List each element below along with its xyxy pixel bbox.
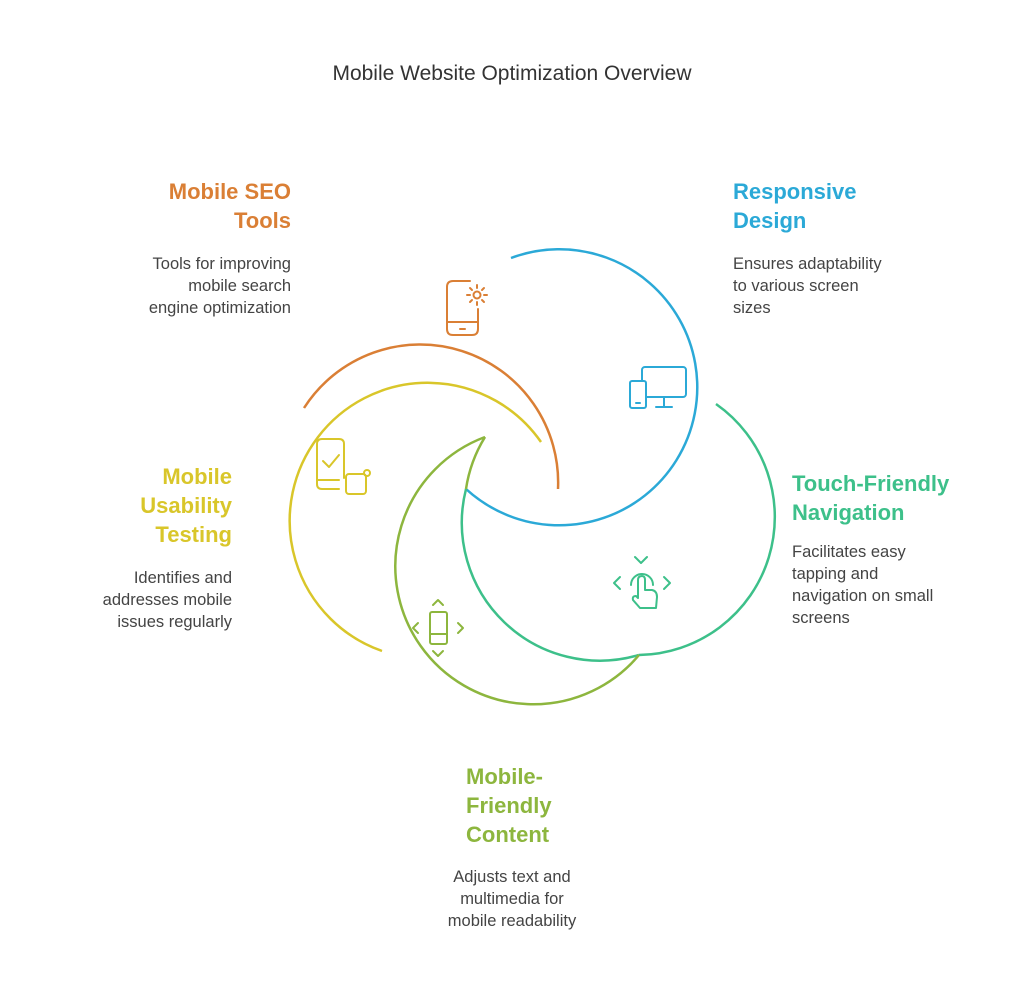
seo-desc-line: Tools for improving xyxy=(152,255,291,273)
resizable-phone-icon xyxy=(412,599,464,657)
touch-desc-line: navigation on small xyxy=(792,587,934,605)
usability-heading-line: Mobile xyxy=(162,464,232,489)
checklist-phone-icon xyxy=(316,438,371,495)
content-desc-line: Adjusts text and xyxy=(453,868,571,886)
content-ring xyxy=(394,435,640,706)
responsive-heading-line: Design xyxy=(733,208,807,233)
content-heading-line: Content xyxy=(466,822,550,847)
content-ring-inner xyxy=(464,436,487,490)
usability-desc-line: addresses mobile xyxy=(102,591,232,609)
content-heading: Mobile- Friendly Content xyxy=(466,762,552,849)
touch-heading: Touch-Friendly Navigation xyxy=(792,469,949,527)
responsive-heading-line: Responsive xyxy=(733,179,857,204)
responsive-desc-line: to various screen xyxy=(733,277,859,295)
smartphone-gear-icon xyxy=(446,280,488,336)
responsive-heading: Responsive Design xyxy=(733,177,857,235)
touch-desc-line: Facilitates easy xyxy=(792,543,906,561)
seo-description: Tools for improving mobile search engine… xyxy=(149,253,291,319)
seo-heading-line: Mobile SEO xyxy=(168,179,291,204)
content-desc-line: mobile readability xyxy=(447,912,577,930)
usability-desc-line: issues regularly xyxy=(117,613,232,631)
content-heading-line: Mobile- xyxy=(466,764,543,789)
usability-desc-line: Identifies and xyxy=(133,569,232,587)
responsive-description: Ensures adaptability to various screen s… xyxy=(733,253,882,319)
touch-ring-inner xyxy=(460,488,640,662)
content-heading-line: Friendly xyxy=(466,793,552,818)
touch-description: Facilitates easy tapping and navigation … xyxy=(792,541,933,629)
touch-desc-line: screens xyxy=(792,609,850,627)
touch-heading-line: Touch-Friendly xyxy=(792,471,950,496)
seo-heading: Mobile SEO Tools xyxy=(169,177,291,235)
tap-gesture-icon xyxy=(613,556,671,609)
content-desc-line: multimedia for xyxy=(460,890,564,908)
usability-heading-line: Testing xyxy=(155,522,232,547)
usability-heading-line: Usability xyxy=(140,493,232,518)
touch-heading-line: Navigation xyxy=(792,500,905,525)
usability-ring xyxy=(288,381,543,653)
responsive-ring xyxy=(465,248,699,527)
multi-device-icon xyxy=(629,366,687,409)
seo-desc-line: mobile search xyxy=(188,277,291,295)
seo-heading-line: Tools xyxy=(233,208,291,233)
seo-desc-line: engine optimization xyxy=(148,299,291,317)
responsive-desc-line: sizes xyxy=(733,299,771,317)
seo-ring xyxy=(302,343,560,490)
page-title: Mobile Website Optimization Overview xyxy=(332,62,692,85)
touch-ring xyxy=(638,402,777,657)
usability-description: Identifies and addresses mobile issues r… xyxy=(103,567,232,633)
content-description: Adjusts text and multimedia for mobile r… xyxy=(412,866,612,932)
usability-heading: Mobile Usability Testing xyxy=(140,462,232,549)
responsive-desc-line: Ensures adaptability xyxy=(733,255,882,273)
touch-desc-line: tapping and xyxy=(792,565,879,583)
